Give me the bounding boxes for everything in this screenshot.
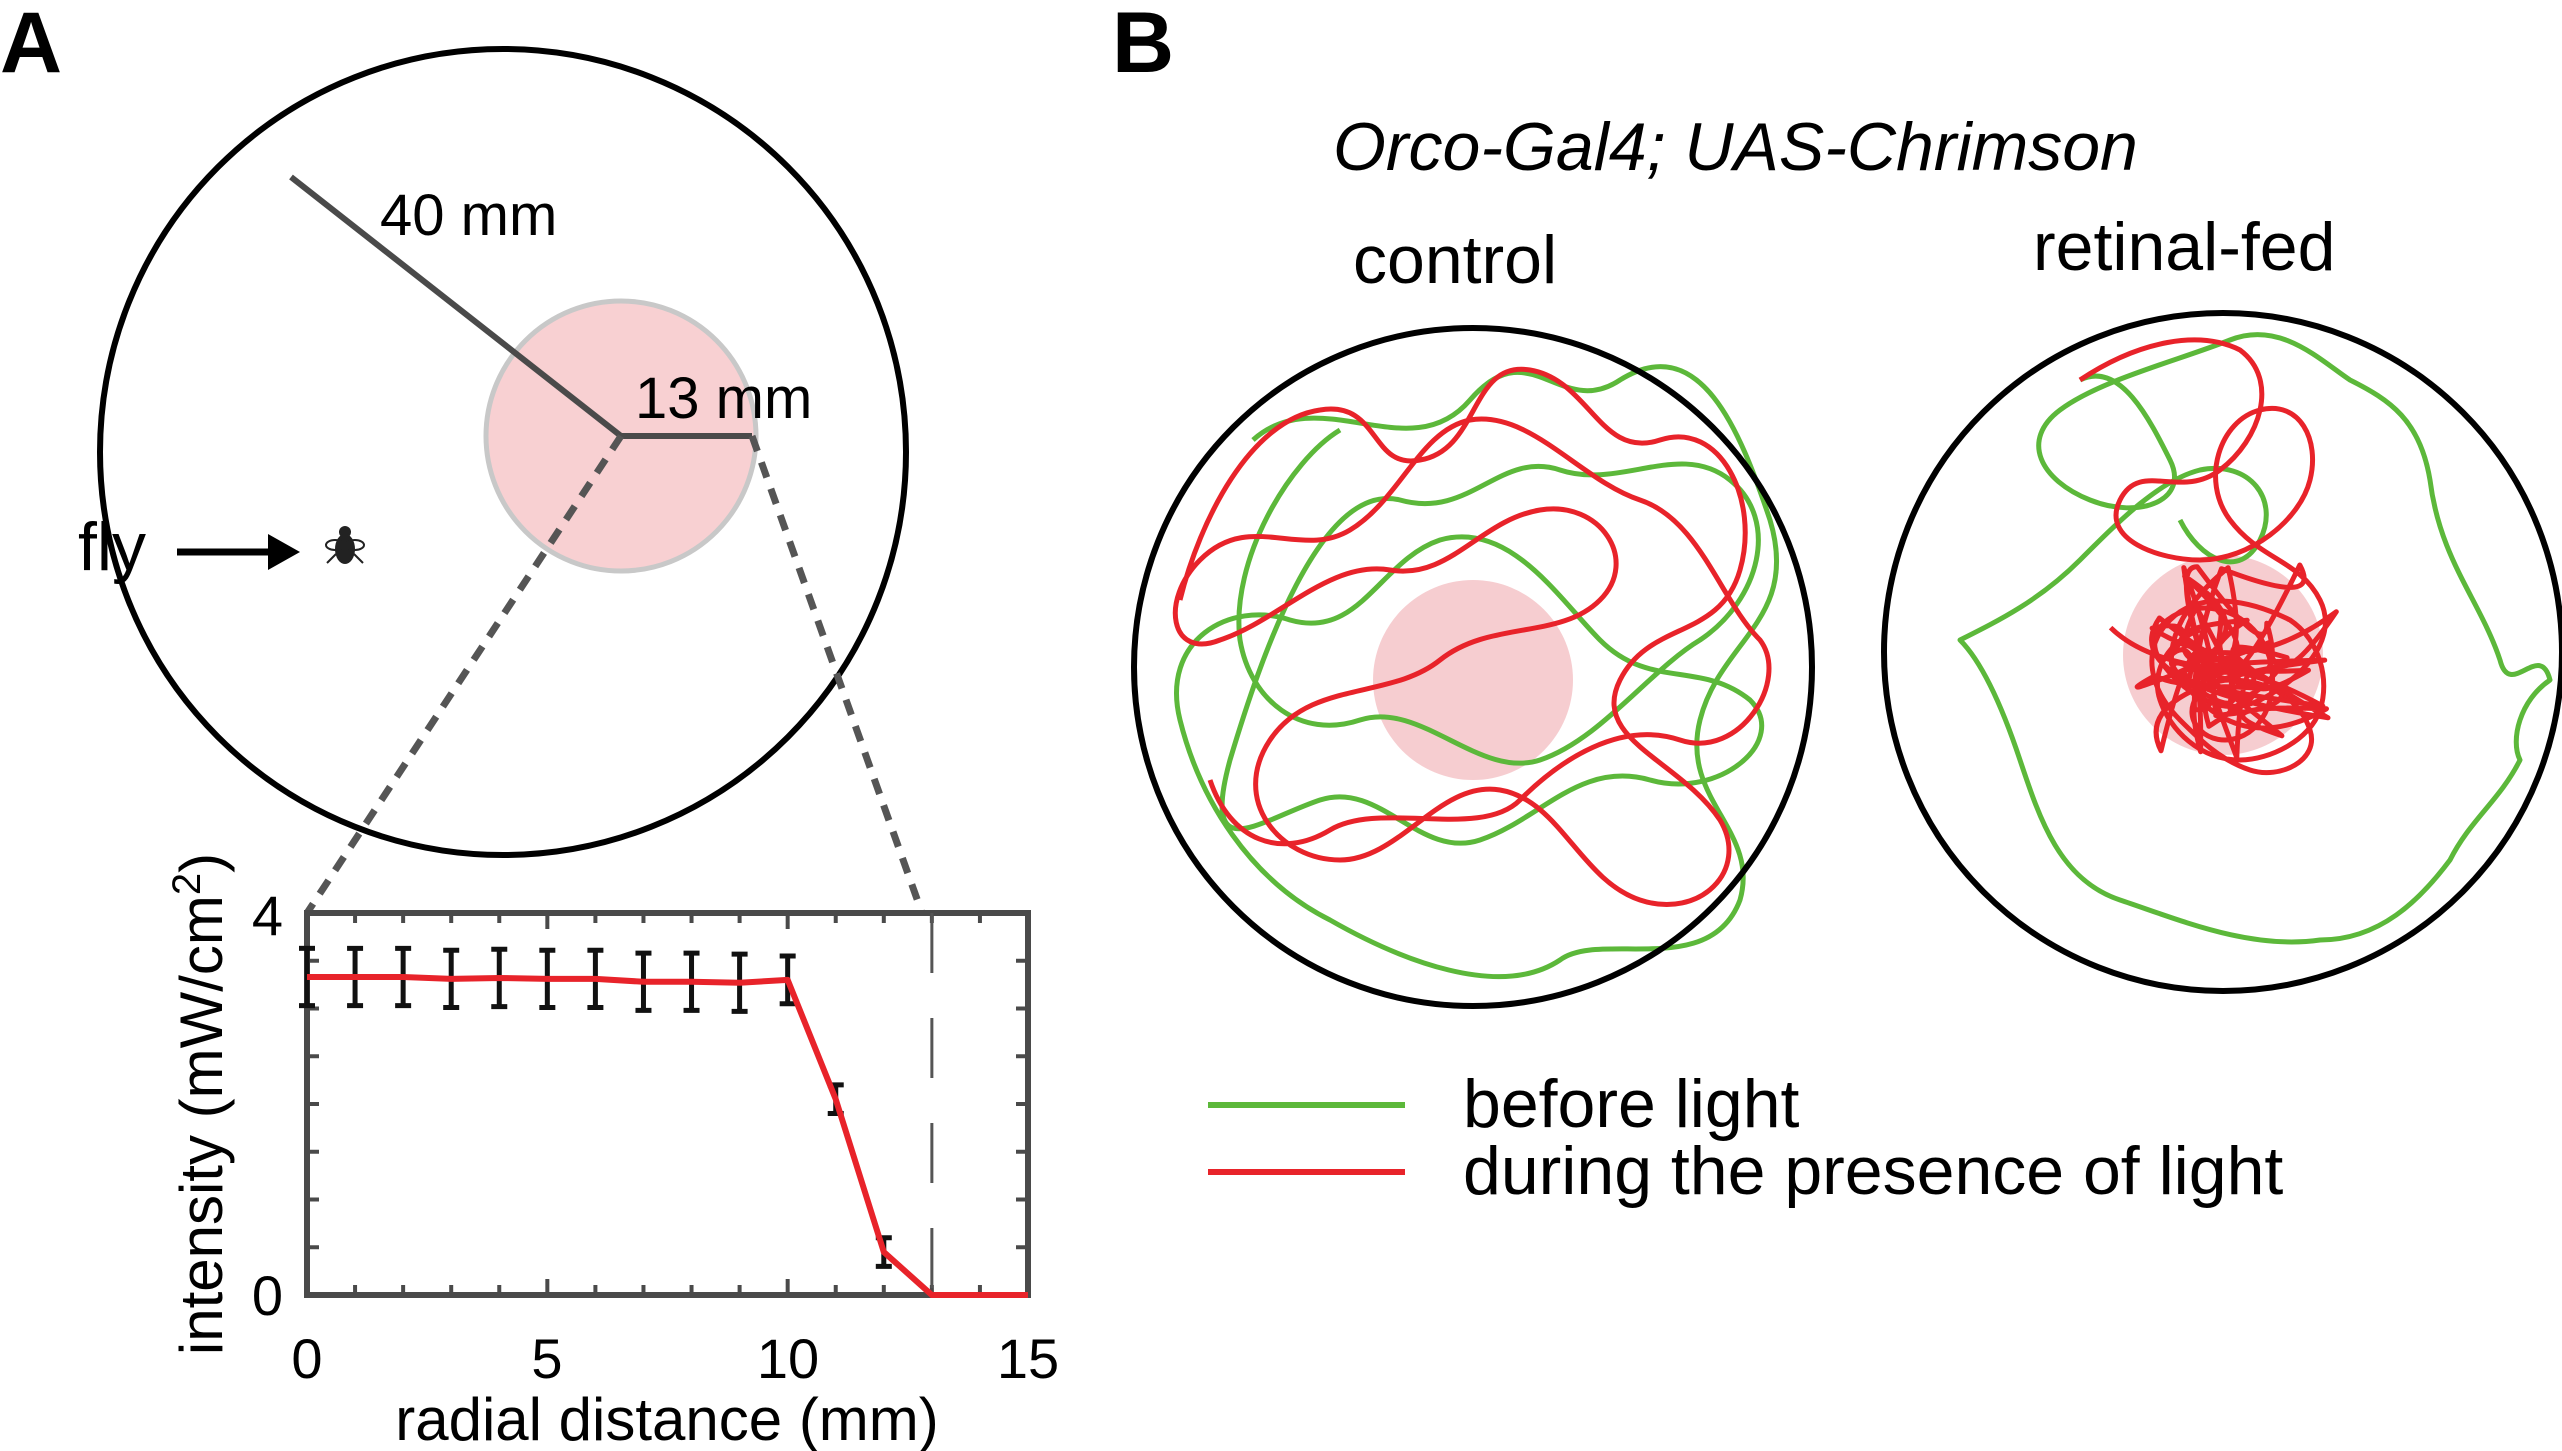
intensity-series-line [307, 973, 1028, 1298]
y-tick-label-0: 0 [252, 1264, 283, 1327]
retinal-trace-cluster-path [2108, 562, 2339, 761]
genotype-label: Orco-Gal4; UAS-Chrimson [1333, 109, 2138, 185]
zoom-line-left [304, 434, 624, 915]
retinal-fed-arena [1881, 310, 2562, 994]
light-radius-label: 13 mm [635, 366, 812, 431]
fly-icon [325, 526, 365, 564]
arena-circle-a [97, 46, 909, 858]
x-tick-label-15: 15 [997, 1327, 1059, 1390]
x-axis-title: radial distance (mm) [395, 1386, 939, 1451]
legend-label-during: during the presence of light [1463, 1133, 2283, 1209]
y-tick-label-4: 4 [252, 884, 283, 947]
chart-frame [304, 910, 1031, 1298]
retinal-trace-before [1957, 332, 2553, 945]
panel-b-letter: B [1112, 0, 1174, 91]
arena-circle-control [1131, 325, 1815, 1009]
error-bars [299, 945, 892, 1269]
arena-radius-line [289, 174, 623, 439]
chart-ticks [305, 911, 1030, 1297]
control-trace-before [1174, 364, 1780, 980]
control-trace-during [1172, 366, 1772, 907]
control-arena [1131, 325, 1815, 1009]
fly-arrow [177, 534, 300, 570]
fly-label: fly [78, 509, 146, 585]
arena-radius-label: 40 mm [380, 183, 557, 248]
retinal-fed-label: retinal-fed [2033, 209, 2335, 285]
retinal-trace-during [2078, 337, 2328, 776]
intensity-chart: 0 5 10 15 0 4 radial distance (mm) inten… [165, 853, 1059, 1451]
x-tick-label-10: 10 [757, 1327, 819, 1390]
legend-label-before: before light [1463, 1066, 1800, 1142]
x-tick-label-0: 0 [291, 1327, 322, 1390]
panel-a-letter: A [0, 0, 62, 91]
zoom-line-right [748, 434, 926, 915]
x-tick-label-5: 5 [531, 1327, 562, 1390]
arena-circle-retinal [1881, 310, 2562, 994]
control-label: control [1353, 222, 1557, 298]
retinal-trace-cluster [2108, 562, 2339, 761]
y-axis-title: intensity (mW/cm2) [165, 853, 235, 1355]
legend: before light during the presence of ligh… [1208, 1066, 2283, 1209]
